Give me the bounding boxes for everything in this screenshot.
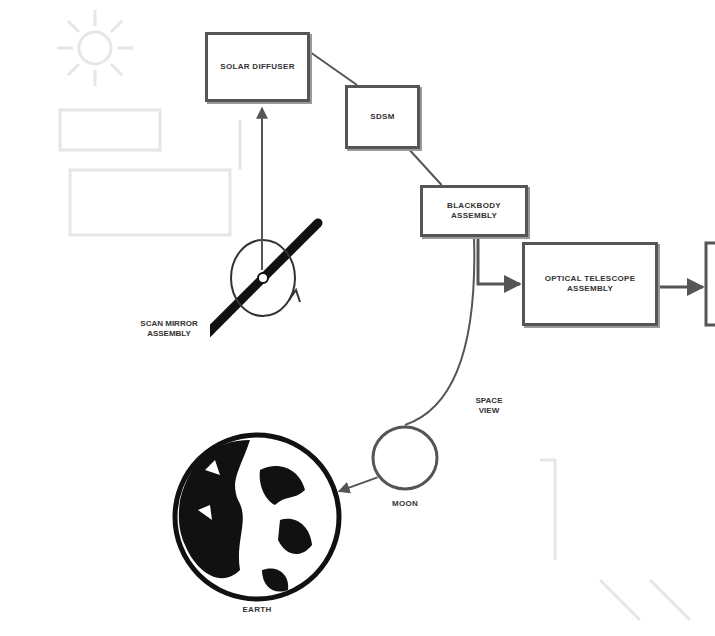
circle-outline [371, 425, 439, 491]
output-arrow [660, 286, 703, 289]
node-label: EARTH [242, 605, 271, 615]
connector [409, 149, 442, 185]
sun-icon [57, 10, 690, 620]
box-label: SOLAR DIFFUSER [220, 62, 294, 72]
connector [405, 237, 474, 425]
process-box: OPTICAL TELESCOPE ASSEMBLY [522, 242, 658, 326]
edge-label: SPACE VIEW [466, 395, 512, 417]
view-line [261, 108, 263, 270]
box-label: SDSM [370, 112, 394, 122]
process-box: SOLAR DIFFUSER [205, 32, 310, 102]
connector [339, 477, 378, 491]
connector [310, 52, 357, 85]
node-label: MOON [392, 499, 418, 509]
part-name: SCAN MIRROR ASSEMBLY [128, 318, 210, 340]
connector [478, 237, 520, 284]
box-label: OPTICAL TELESCOPE ASSEMBLY [531, 274, 649, 294]
box-label: BLACKBODY ASSEMBLY [429, 201, 519, 221]
process-box: SDSM [345, 85, 420, 149]
moon-circle: MOON [371, 425, 439, 491]
earth-circle: EARTH [175, 435, 339, 599]
process-box: BLACKBODY ASSEMBLY [420, 185, 528, 237]
cut-box [706, 243, 715, 325]
earth-globe [175, 435, 339, 599]
